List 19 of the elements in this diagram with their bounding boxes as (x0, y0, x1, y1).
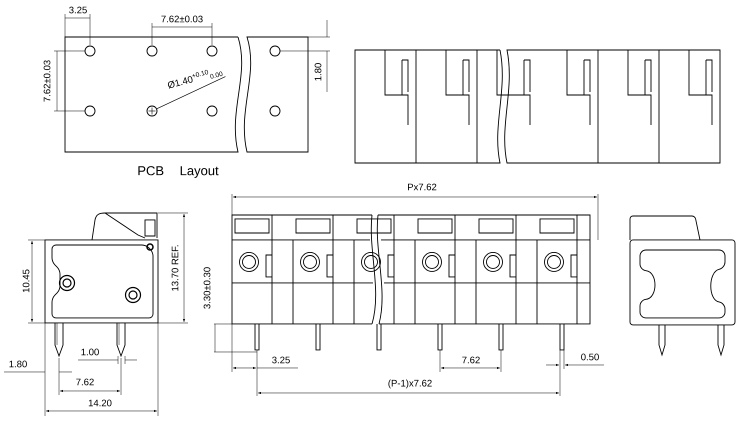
dimension-text: (P-1)x7.62 (388, 380, 432, 388)
dimension-text: 7.62 (76, 378, 94, 386)
dimension-text: 13.70 REF. (172, 245, 178, 291)
dimension-text: 3.30±0.30 (204, 267, 210, 309)
dimension-text: 1.80 (314, 63, 322, 81)
dimension-text: Px7.62 (408, 184, 436, 190)
dimension-text: 1.00 (81, 348, 99, 356)
dimension-text: 7.62±0.03 (161, 16, 203, 22)
dimension-text: 10.45 (22, 270, 30, 292)
dimension-text: 7.62 (462, 356, 480, 364)
hole (146, 106, 158, 116)
dimension-text: 3.25 (69, 6, 87, 14)
leader-line (156, 76, 226, 109)
dimension-text: 1.80 (10, 360, 27, 368)
dimension-text: 3.25 (272, 356, 290, 364)
dimension-text: 7.62±0.03 (44, 60, 50, 102)
dimension-text: 14.20 (88, 400, 112, 406)
view-title: PCB Layout (138, 166, 219, 178)
dimension-text: 0.50 (581, 354, 599, 360)
